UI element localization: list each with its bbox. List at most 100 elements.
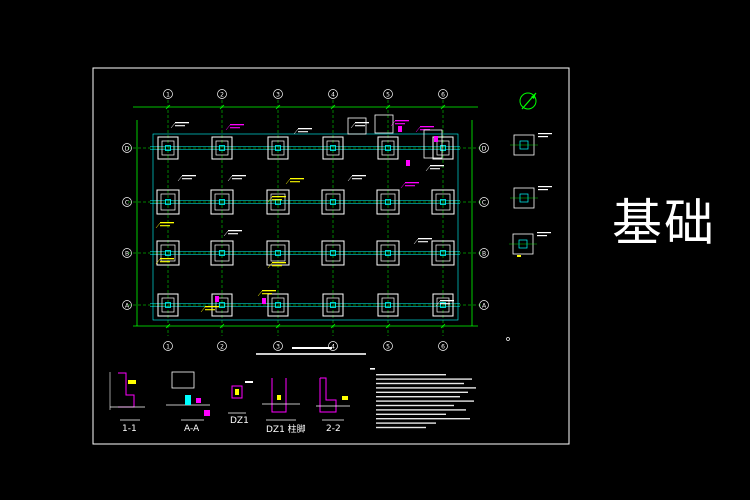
annotation-text (293, 128, 312, 135)
axis-bubble (163, 341, 173, 351)
detail-marker (406, 160, 410, 166)
annotation-text (227, 175, 246, 182)
annotation-text (350, 122, 369, 129)
annotation-text (267, 196, 286, 203)
footing (322, 293, 344, 317)
drawing-title: 基础 (612, 194, 716, 252)
perimeter-beam (152, 133, 459, 321)
detail-marker (215, 296, 219, 302)
note-line (376, 382, 464, 385)
annotation-text (400, 182, 419, 189)
axis-bubble (122, 248, 132, 258)
annotation-text (413, 238, 432, 245)
dim-tick (275, 323, 281, 329)
dim-tick (275, 104, 281, 110)
axis-label: 3 (276, 91, 280, 98)
annotation-text (425, 165, 444, 172)
axis-bubble (273, 341, 283, 351)
dim-tick (219, 104, 225, 110)
footing (376, 240, 400, 266)
axis-bubble (479, 300, 489, 310)
section-drawing (166, 371, 210, 421)
footing (156, 189, 180, 215)
dim-tick (330, 323, 336, 329)
axis-label: D (482, 145, 487, 152)
footing (431, 189, 455, 215)
footing (432, 136, 454, 160)
note-line (376, 418, 470, 420)
dim-tick (330, 104, 336, 110)
axis-label: 4 (331, 91, 335, 98)
footing (377, 136, 399, 160)
note-line (376, 378, 472, 380)
dim-tick (165, 104, 171, 110)
axis-label: 3 (276, 343, 280, 350)
annotation-text (257, 290, 276, 297)
axis-bubble (479, 143, 489, 153)
detail-box (374, 114, 394, 134)
axis-bubble (122, 300, 132, 310)
note-line (376, 409, 466, 411)
annotation-text (415, 126, 434, 133)
footing (267, 293, 289, 317)
section-drawing (316, 377, 350, 421)
axis-bubble (122, 197, 132, 207)
axis-label: 6 (441, 91, 445, 98)
axis-bubble (383, 341, 393, 351)
annotation-text (200, 306, 219, 313)
north-arrow-icon (519, 92, 537, 110)
footing (267, 136, 289, 160)
annotation-text (285, 178, 304, 185)
section-drawing (228, 381, 253, 414)
axis-label: 5 (386, 343, 390, 350)
legend-footing (510, 133, 552, 156)
axis-label: C (125, 199, 129, 206)
note-line (376, 400, 474, 402)
note-line (376, 396, 460, 398)
axis-bubble (328, 89, 338, 99)
note-line (376, 426, 426, 429)
note-line (376, 374, 446, 376)
annotation-text (390, 120, 409, 127)
dim-tick (165, 323, 171, 329)
note-line (376, 422, 436, 424)
dim-tick (219, 323, 225, 329)
axis-bubble (217, 89, 227, 99)
section-details (109, 371, 350, 421)
annotation-text (267, 262, 286, 269)
drawing-frame (92, 67, 570, 445)
axis-label: C (482, 199, 486, 206)
axis-label: B (125, 250, 129, 257)
dim-tick (385, 104, 391, 110)
footing (157, 293, 179, 317)
axis-bubble (438, 89, 448, 99)
note-heading (370, 368, 375, 370)
axis-bubble (479, 197, 489, 207)
axis-label: 4 (331, 343, 335, 350)
axis-bubble (383, 89, 393, 99)
axis-label: 1 (166, 343, 170, 350)
section-label-2-2: 2-2 (326, 424, 341, 434)
axis-label: 2 (220, 343, 224, 350)
axis-label: 1 (166, 91, 170, 98)
footing (211, 136, 233, 160)
detail-box (347, 117, 367, 135)
note-line (376, 404, 454, 407)
general-notes (370, 368, 476, 429)
dim-tick (385, 323, 391, 329)
axis-label: 5 (386, 91, 390, 98)
axis-label: A (125, 302, 130, 309)
annotation-text (225, 124, 244, 131)
footing (157, 136, 179, 160)
footing (321, 189, 345, 215)
plan-caption (256, 347, 366, 355)
small-marker-icon (506, 337, 510, 341)
section-label-dz1: DZ1 (230, 416, 249, 426)
axis-bubble (273, 89, 283, 99)
footing (376, 189, 400, 215)
legend-footing (510, 186, 552, 209)
dim-tick (440, 323, 446, 329)
annotation-text (177, 175, 196, 182)
